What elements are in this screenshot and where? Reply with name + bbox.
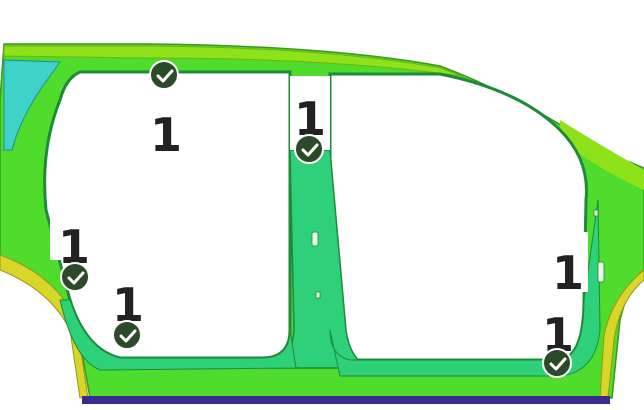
front-door-frame [59,299,297,371]
check-circle-icon [149,60,179,90]
label-patch [50,206,90,260]
check-circle-icon [294,134,324,164]
a-pillar-cyan-part [3,59,61,151]
roof-rail [3,45,463,77]
hole [315,291,321,299]
rear-door-frame [329,199,601,377]
sill-bottom-edge [82,396,610,404]
label-roof: 1 [150,108,183,162]
check-circle-icon [542,348,572,378]
hole [597,261,605,283]
hole [311,231,319,247]
check-circle-icon [112,320,142,350]
label-rear-upper: 1 [552,246,585,300]
rear-quarter-edge [560,120,644,190]
label-patch [548,232,588,292]
hole [593,209,599,217]
check-circle-icon [60,262,90,292]
panel-holes [311,209,605,299]
